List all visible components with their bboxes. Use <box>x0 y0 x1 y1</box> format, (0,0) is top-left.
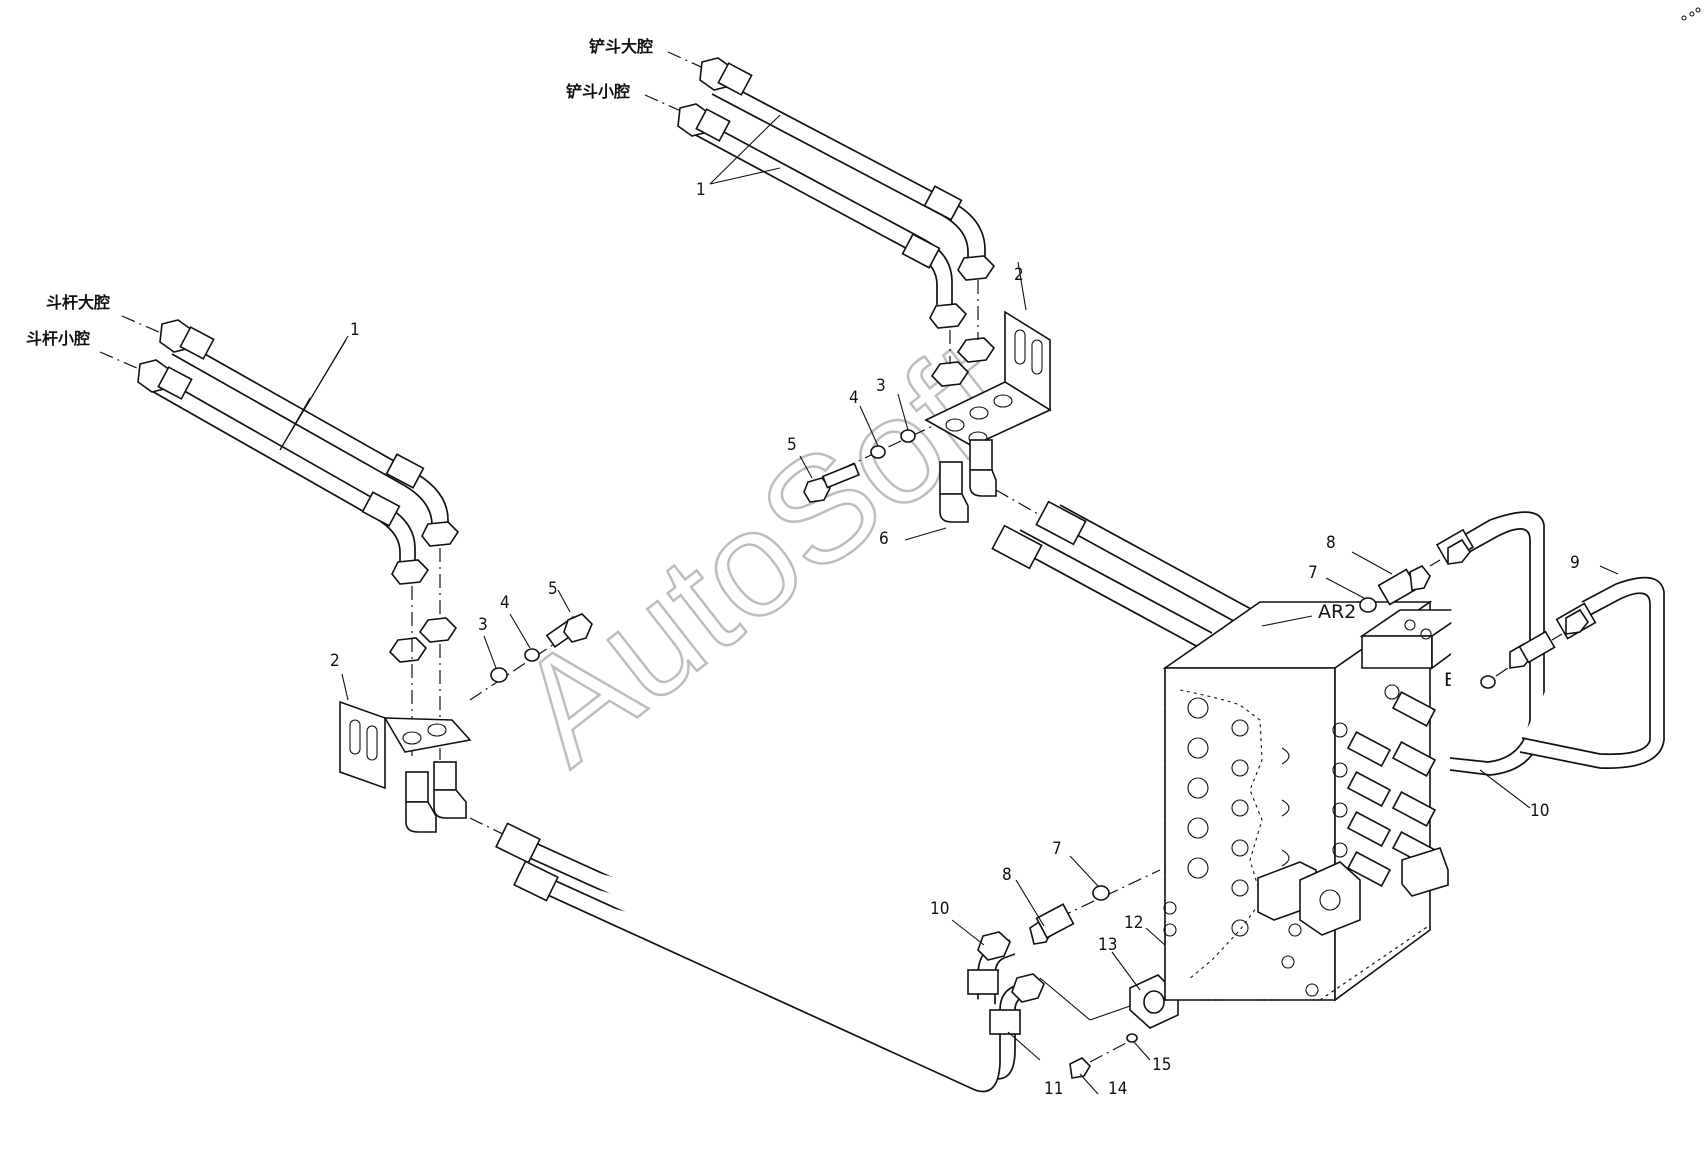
hex-nut-icon <box>929 303 968 329</box>
hex-nut-icon <box>418 617 458 643</box>
hex-nut-icon <box>388 637 428 663</box>
callout-14: 14 <box>1108 1079 1127 1099</box>
fitting-icon <box>1409 564 1431 591</box>
callout-8-upper: 8 <box>1326 533 1336 553</box>
valve-spools <box>1332 684 1437 887</box>
callout-11: 11 <box>1044 1079 1063 1099</box>
callout-10-right: 10 <box>1530 801 1549 821</box>
callout-7-upper: 7 <box>1308 563 1318 583</box>
corner-mark <box>1681 7 1701 21</box>
callout-7-lower: 7 <box>1052 839 1062 859</box>
callout-2-left: 2 <box>330 651 340 671</box>
callout-5-upper: 5 <box>787 435 797 455</box>
washer-icon <box>900 429 916 443</box>
label-bucket-big-chamber: 铲斗大腔 <box>589 37 653 56</box>
washer-icon <box>490 667 508 683</box>
left-bracket: 2 3 4 5 <box>330 579 593 790</box>
callout-3-upper: 3 <box>876 376 886 396</box>
hex-nut-icon <box>421 521 460 547</box>
bolt-head-icon <box>803 477 831 503</box>
washer-icon <box>1126 1033 1138 1043</box>
upper-hose-pair: 1 铲斗大腔 铲斗小腔 <box>566 37 996 387</box>
callout-12: 12 <box>1124 913 1143 933</box>
control-valve-block: AR2 BR2 <box>1162 600 1485 1002</box>
callout-5-left: 5 <box>548 579 558 599</box>
hex-nut-icon <box>1011 973 1045 1003</box>
washer-icon <box>524 648 540 662</box>
hex-nut-icon <box>391 559 430 585</box>
callout-6: 6 <box>879 529 889 549</box>
left-elbows: 10 11 <box>405 761 1063 1099</box>
right-hoses: 7 8 10 9 <box>1308 511 1665 821</box>
callout-15: 15 <box>1152 1055 1171 1075</box>
hex-nut-icon <box>977 931 1011 961</box>
callout-9: 9 <box>1570 553 1580 573</box>
upper-fasteners: 5 4 3 <box>787 376 936 503</box>
washer-icon <box>870 445 886 459</box>
hex-nut-icon <box>1565 608 1589 635</box>
upper-bracket: 2 <box>924 261 1052 447</box>
callout-4-left: 4 <box>500 593 510 613</box>
callout-3-left: 3 <box>478 615 488 635</box>
label-bucket-small-chamber: 铲斗小腔 <box>566 82 630 101</box>
bolt-head-icon <box>563 613 593 643</box>
hex-nut-icon <box>930 361 970 387</box>
callout-1-upper: 1 <box>696 180 706 200</box>
upper-elbows: 6 <box>879 439 1263 649</box>
o-ring-icon <box>1092 885 1110 901</box>
label-stick-small-chamber: 斗杆小腔 <box>26 329 90 348</box>
o-ring-icon <box>1480 675 1496 689</box>
bolt-head-icon <box>1069 1057 1092 1079</box>
callout-13: 13 <box>1098 935 1117 955</box>
hex-nut-icon <box>957 255 996 281</box>
callout-2-upper: 2 <box>1014 265 1024 285</box>
callout-10-lower: 10 <box>930 899 949 919</box>
left-hose-pair: 1 斗杆大腔 斗杆小腔 <box>26 293 460 760</box>
o-ring-icon <box>1359 597 1377 613</box>
callout-8-lower: 8 <box>1002 865 1012 885</box>
callout-4-upper: 4 <box>849 388 859 408</box>
hex-nut-icon <box>1447 538 1471 565</box>
callout-1-left: 1 <box>350 320 360 340</box>
hex-nut-icon <box>956 337 996 363</box>
port-label-ar2: AR2 <box>1318 601 1356 623</box>
label-stick-big-chamber: 斗杆大腔 <box>46 293 110 312</box>
